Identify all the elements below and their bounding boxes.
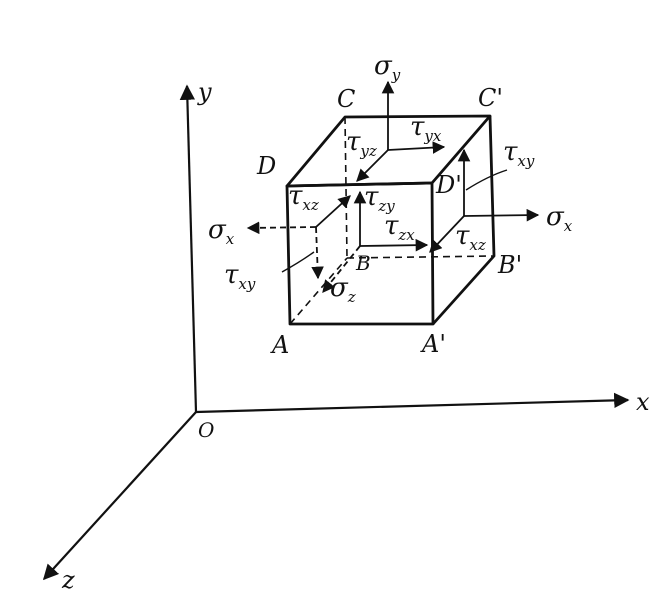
vertex-A-prime-label: A'	[420, 330, 446, 358]
x-axis-line	[195, 392, 630, 414]
tau-xz-right-arrow	[429, 215, 465, 253]
axis-labels: y x z O	[61, 78, 650, 594]
vertex-C-label: C	[337, 85, 355, 113]
cube-right-face	[431, 115, 496, 325]
cube-visible-edges	[285, 114, 496, 326]
sigma-x-left-arrow	[246, 221, 317, 235]
tau-zx-arrow	[359, 238, 429, 252]
tau-yz-label: τyz	[346, 127, 377, 160]
z-axis-label: z	[61, 566, 75, 594]
vertex-labels: A A' B B' C C' D D'	[256, 84, 522, 359]
tau-xz-left-label: τxz	[288, 181, 319, 214]
tau-yz-arrow	[356, 149, 389, 182]
y-axis-line	[179, 84, 198, 413]
vertex-B-label: B	[355, 251, 371, 275]
tau-yx-label: τyx	[410, 112, 442, 145]
vertex-B-prime-label: B'	[497, 251, 522, 279]
vertex-A-label: A	[270, 331, 289, 359]
tau-zy-label: τzy	[364, 182, 395, 215]
vertex-D-prime-label: D'	[435, 171, 462, 199]
leader-lines	[281, 169, 508, 273]
tau-xy-left-leader	[281, 251, 315, 273]
sigma-z-label: σz	[330, 273, 356, 306]
coordinate-axes	[42, 84, 630, 581]
tau-zx-label: τzx	[384, 211, 415, 244]
cube-hidden-edges	[289, 116, 495, 325]
vertex-D-label: D	[256, 152, 276, 180]
stress-arrows	[246, 80, 540, 293]
x-axis-label: x	[636, 388, 650, 416]
y-axis-label: y	[197, 78, 212, 106]
tau-xy-left-arrow	[311, 226, 324, 280]
sigma-x-right-label: σx	[546, 202, 573, 235]
tau-xz-left-arrow	[315, 195, 351, 228]
stress-labels: σy τyx τyz τxy σx τxz τxz τzy τzx σx τxy…	[208, 51, 573, 306]
vertex-C-prime-label: C'	[478, 84, 503, 112]
sigma-x-left-label: σx	[208, 215, 235, 248]
tau-yx-arrow	[387, 141, 446, 154]
origin-label: O	[198, 418, 214, 442]
tau-xy-right-label: τxy	[503, 137, 535, 170]
edge-A-B	[289, 257, 348, 325]
tau-xz-right-label: τxz	[455, 221, 486, 254]
sigma-x-arrow	[463, 208, 540, 222]
sigma-y-label: σy	[374, 51, 401, 84]
z-axis-line	[42, 411, 197, 581]
tau-xy-right-leader	[465, 169, 508, 191]
tau-xy-left-label: τxy	[224, 260, 256, 293]
edge-B-Bprime	[346, 255, 495, 259]
